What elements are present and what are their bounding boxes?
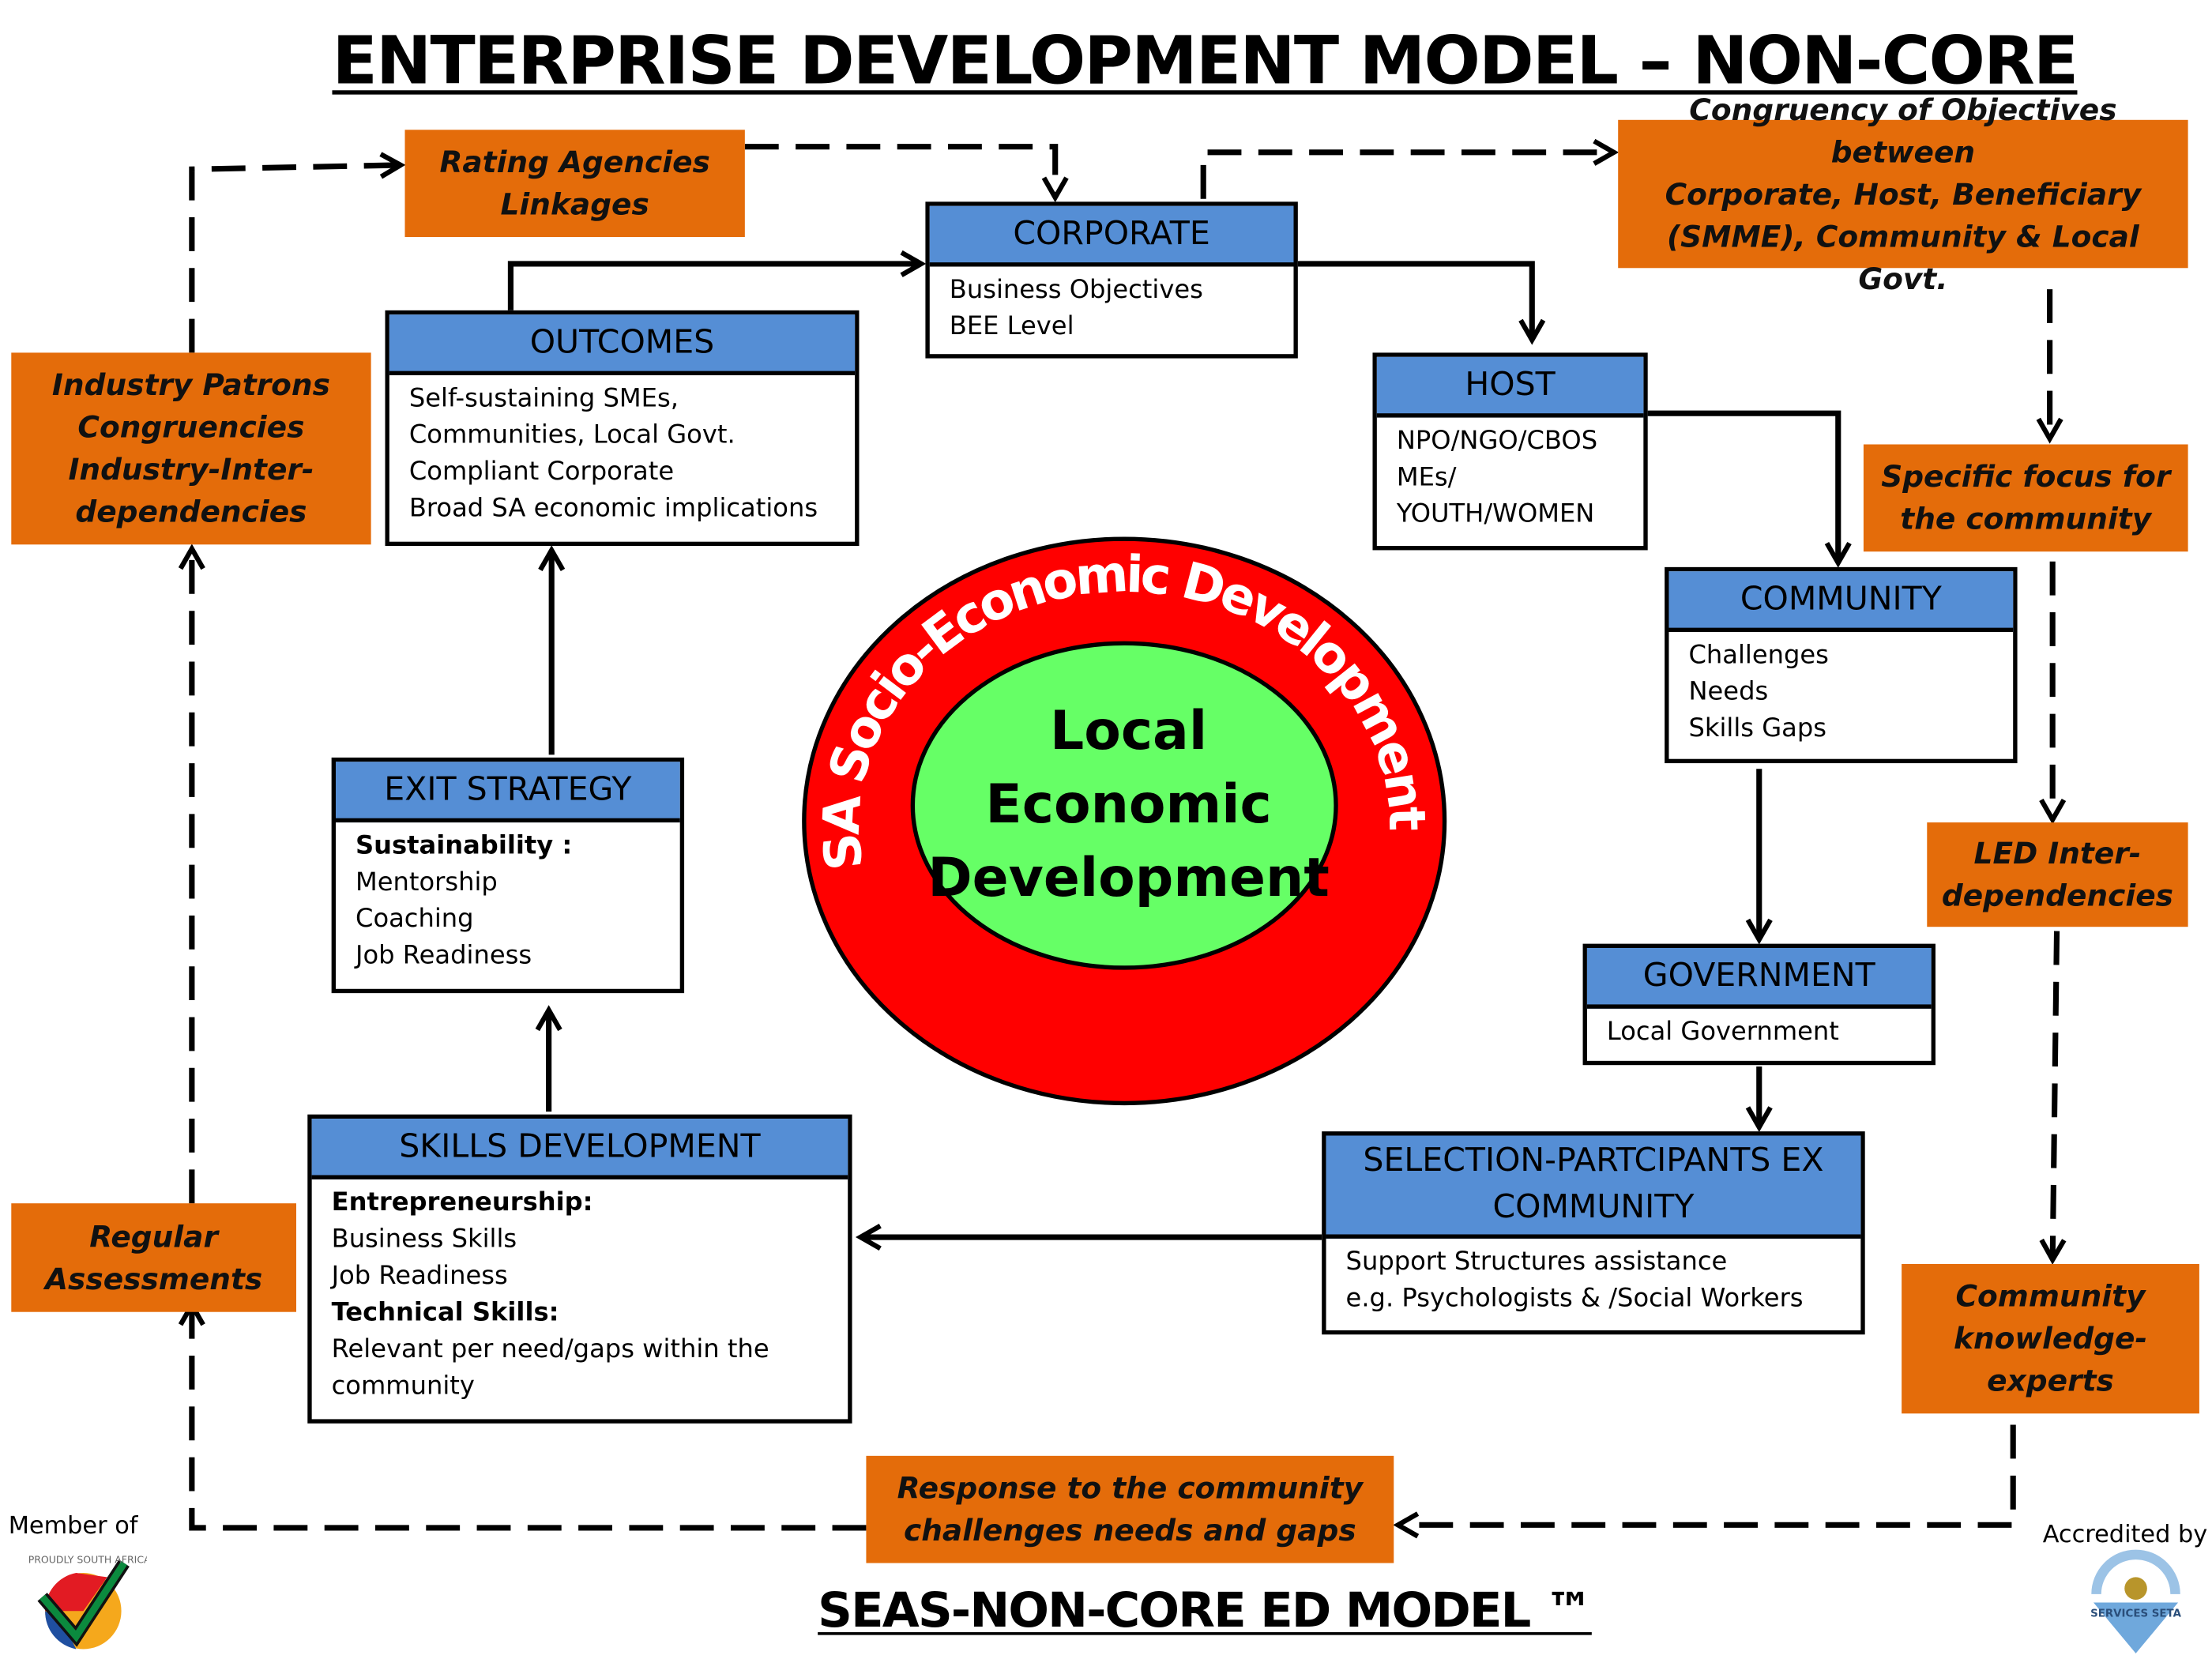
box-header: COMMUNITY bbox=[1668, 571, 2014, 632]
box-header: CORPORATE bbox=[929, 205, 1294, 267]
note-led-interdependencies: LED Inter-dependencies bbox=[1927, 822, 2188, 927]
box-outcomes: OUTCOMES Self-sustaining SMEs,Communitie… bbox=[385, 310, 860, 547]
center-local-economic bbox=[910, 641, 1338, 970]
accredited-label: Accredited by bbox=[2042, 1520, 2208, 1549]
proudly-south-african-logo: PROUDLY SOUTH AFRICAN bbox=[28, 1554, 147, 1650]
box-government: GOVERNMENT Local Government bbox=[1582, 943, 1936, 1066]
dashed-led-to-knowledge bbox=[2039, 931, 2067, 1265]
dashed-industry-to-rating bbox=[189, 152, 406, 353]
member-logo-text: PROUDLY SOUTH AFRICAN bbox=[28, 1554, 147, 1566]
arrow-corporate-to-host bbox=[1296, 261, 1546, 345]
box-header: SKILLS DEVELOPMENT bbox=[311, 1119, 848, 1179]
services-seta-logo: SERVICES SETA bbox=[2090, 1549, 2182, 1653]
member-label: Member of bbox=[8, 1512, 138, 1540]
center-text-line: Development bbox=[927, 847, 1329, 909]
page-title: ENTERPRISE DEVELOPMENT MODEL – NON-CORE bbox=[332, 22, 2078, 100]
center-text-line: Local bbox=[1050, 700, 1207, 762]
box-header: HOST bbox=[1376, 356, 1644, 418]
box-header: GOVERNMENT bbox=[1586, 947, 1932, 1009]
dashed-rating-to-corporate bbox=[744, 144, 1069, 203]
box-skills-development: SKILLS DEVELOPMENT Entrepreneurship:Busi… bbox=[307, 1114, 852, 1424]
arrow-outcomes-to-corporate bbox=[507, 250, 927, 310]
center-text-line: Economic bbox=[985, 773, 1271, 836]
box-header: OUTCOMES bbox=[389, 314, 856, 375]
arrow-host-to-community bbox=[1646, 410, 1852, 568]
dashed-response-to-regular bbox=[178, 1300, 867, 1531]
accredited-logo-text: SERVICES SETA bbox=[2090, 1608, 2181, 1620]
footer-title: SEAS-NON-CORE ED MODEL ™ bbox=[818, 1582, 1593, 1639]
dashed-knowledge-to-response bbox=[1393, 1424, 2016, 1539]
box-exit-strategy: EXIT STRATEGY Sustainability :Mentorship… bbox=[331, 757, 685, 994]
box-header: EXIT STRATEGY bbox=[335, 762, 680, 823]
dashed-corporate-to-congruency bbox=[1200, 138, 1620, 199]
